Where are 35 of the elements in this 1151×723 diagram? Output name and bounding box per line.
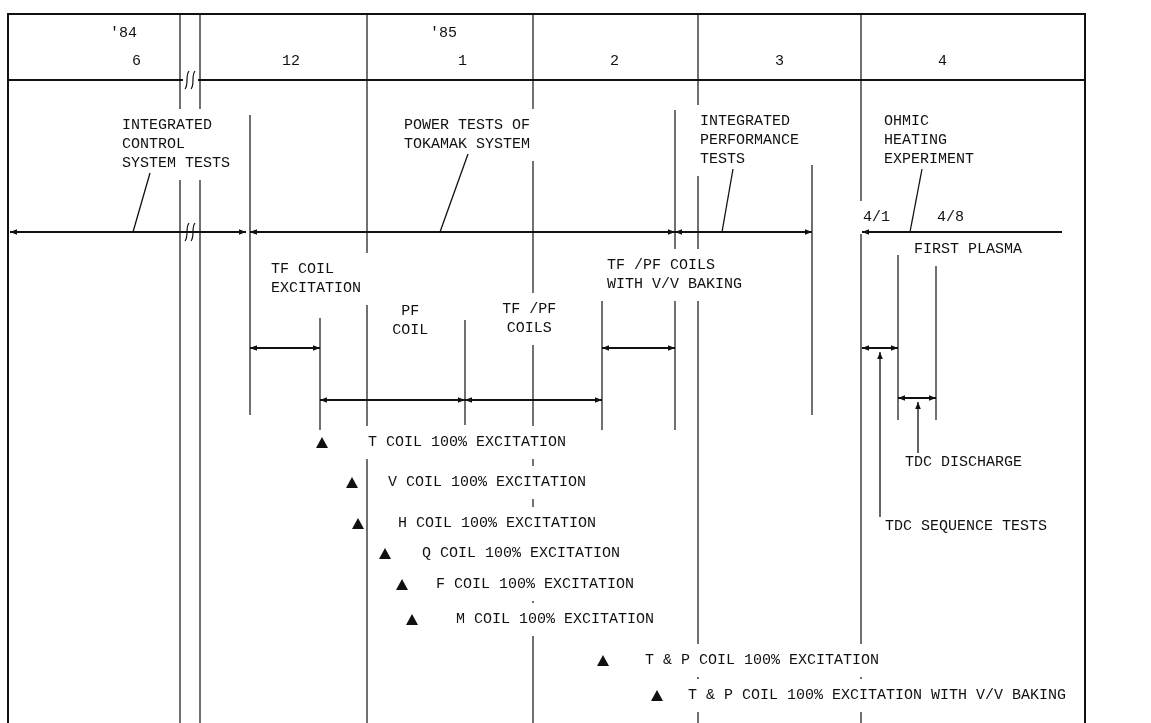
leader-line (721, 168, 734, 233)
annotation-text: OHMIC HEATING EXPERIMENT (884, 112, 979, 169)
arrow (915, 401, 921, 454)
date-label: 4/8 (937, 208, 964, 227)
leader-line (439, 153, 469, 233)
annotation-text: INTEGRATED PERFORMANCE TESTS (700, 112, 804, 169)
annotation-text: TDC DISCHARGE (905, 453, 1023, 472)
milestone-label: T COIL 100% EXCITATION (368, 433, 567, 452)
leader-line (132, 172, 151, 233)
month-label: 12 (282, 52, 300, 71)
year-label: '84 (110, 24, 137, 43)
month-label: 6 (132, 52, 141, 71)
milestone-label: H COIL 100% EXCITATION (398, 514, 597, 533)
arrow (877, 351, 883, 518)
milestone-label: FIRST PLASMA (914, 240, 1023, 259)
leader-line (909, 168, 923, 233)
annotation-text: INTEGRATED CONTROL SYSTEM TESTS (122, 116, 235, 173)
milestone-label: T & P COIL 100% EXCITATION (645, 651, 880, 670)
annotation-text: TDC SEQUENCE TESTS (885, 517, 1048, 536)
milestone-label: F COIL 100% EXCITATION (436, 575, 635, 594)
milestone-label: V COIL 100% EXCITATION (388, 473, 587, 492)
year-label: '85 (430, 24, 457, 43)
date-label: 4/1 (863, 208, 890, 227)
month-label: 1 (458, 52, 467, 71)
month-label: 3 (775, 52, 784, 71)
phase-label: TF /PF COILS WITH V/V BAKING (607, 256, 744, 294)
phase-label: TF /PF COILS (501, 300, 558, 338)
phase-label: TF COIL EXCITATION (271, 260, 362, 298)
milestone-label: Q COIL 100% EXCITATION (422, 544, 621, 563)
milestone-label: T & P COIL 100% EXCITATION WITH V/V BAKING (688, 686, 1067, 705)
month-label: 4 (938, 52, 947, 71)
annotation-text: POWER TESTS OF TOKAMAK SYSTEM (404, 116, 535, 154)
milestone-label: M COIL 100% EXCITATION (456, 610, 655, 629)
month-label: 2 (610, 52, 619, 71)
phase-label: PF COIL (391, 302, 430, 340)
